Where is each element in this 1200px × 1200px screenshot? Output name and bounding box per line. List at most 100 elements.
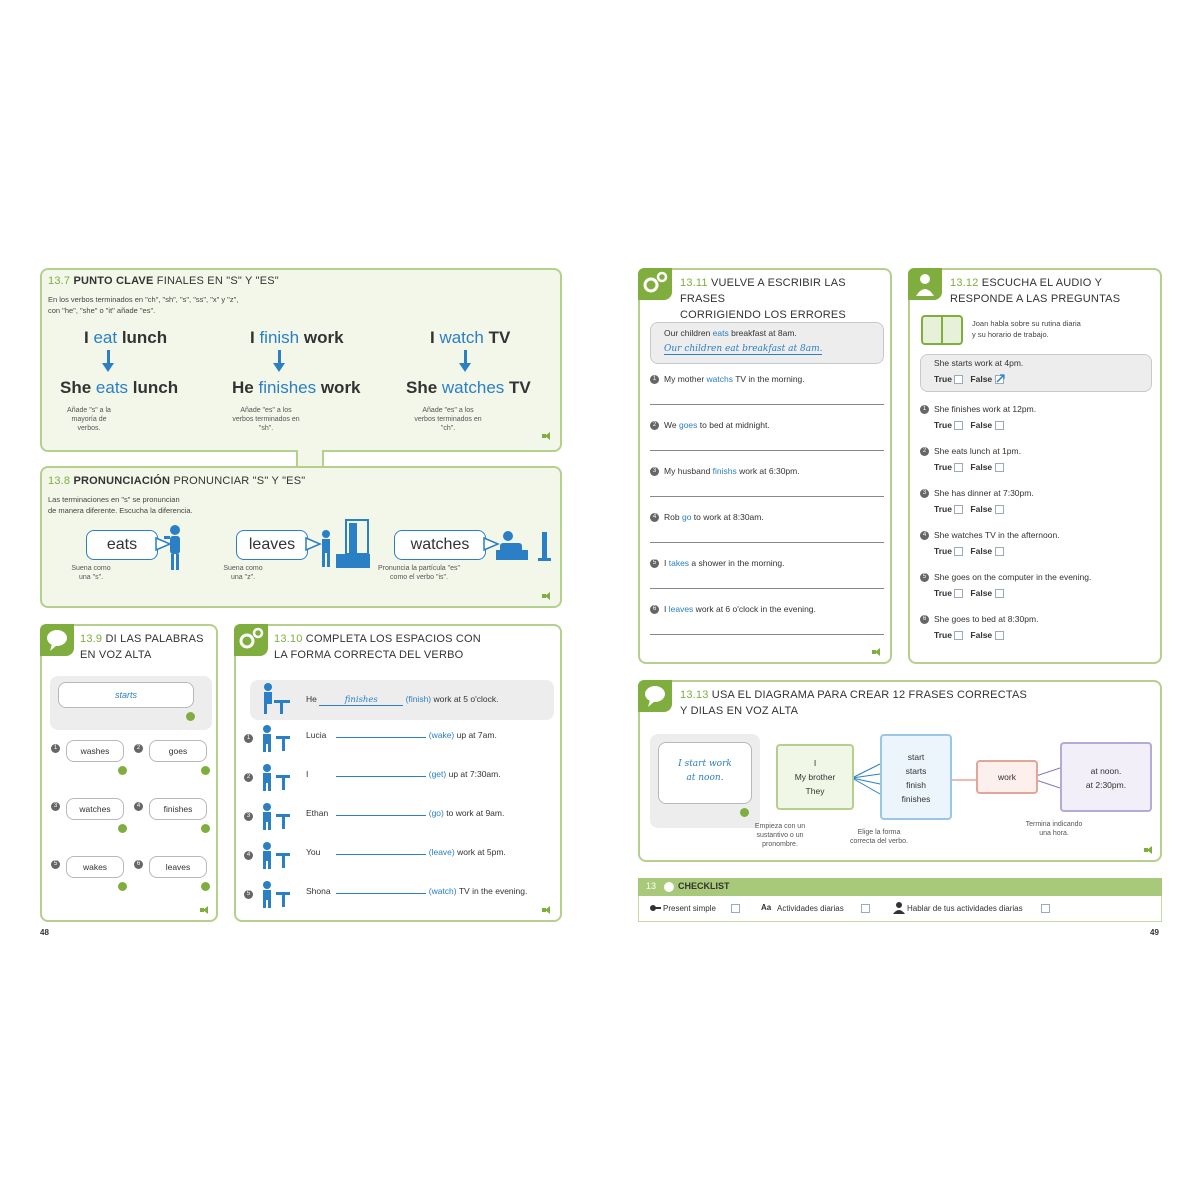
audio-icon[interactable] xyxy=(200,906,210,914)
speech-icon xyxy=(638,680,672,712)
down-arrow-icon xyxy=(459,363,471,372)
false-checkbox-checked[interactable] xyxy=(994,374,1005,385)
answer-blank[interactable] xyxy=(336,893,427,894)
statement: She goes on the computer in the evening. xyxy=(934,572,1092,582)
answer-line[interactable] xyxy=(650,496,884,497)
section-13-7: 13.7 PUNTO CLAVE FINALES EN "S" Y "ES" E… xyxy=(40,268,562,452)
sentence-subject: I xyxy=(306,769,309,779)
example-bubble: starts xyxy=(58,682,194,708)
item-number: 1 xyxy=(51,744,60,753)
statement: She has dinner at 7:30pm. xyxy=(934,488,1034,498)
record-icon[interactable] xyxy=(118,882,127,891)
pair-2-top: I finish work xyxy=(250,328,344,347)
diagram-note: Termina indicando una hora. xyxy=(1025,821,1083,837)
word-bubble: finishes xyxy=(149,798,207,820)
false-checkbox[interactable] xyxy=(994,421,1004,431)
false-checkbox[interactable] xyxy=(994,505,1004,515)
answer-line[interactable] xyxy=(650,588,884,589)
speech-bubble: eats xyxy=(86,530,158,560)
section-13-12-header: 13.12 ESCUCHA EL AUDIO Y RESPONDE A LAS … xyxy=(950,275,1120,307)
audio-book-icon xyxy=(921,315,963,345)
checklist-checkbox[interactable] xyxy=(731,904,740,913)
answer-line[interactable] xyxy=(650,542,884,543)
record-icon[interactable] xyxy=(740,808,749,817)
record-icon[interactable] xyxy=(201,766,210,775)
sentence-subject: Lucia xyxy=(306,730,327,740)
section-13-10: 13.10 COMPLETA LOS ESPACIOS CON LA FORMA… xyxy=(234,624,562,922)
answer-blank[interactable] xyxy=(336,815,427,816)
verbs-box: start starts finish finishes xyxy=(880,734,952,820)
true-checkbox[interactable] xyxy=(954,547,964,557)
person-watching-tv-icon xyxy=(263,881,290,908)
item-number: 4 xyxy=(920,531,929,540)
record-icon[interactable] xyxy=(118,766,127,775)
true-checkbox[interactable] xyxy=(954,375,964,385)
section-intro: Joan habla sobre su rutina diaria y su h… xyxy=(972,318,1081,340)
word-text: finishes xyxy=(163,804,193,814)
answer-line[interactable] xyxy=(650,634,884,635)
audio-icon[interactable] xyxy=(542,432,552,440)
false-checkbox[interactable] xyxy=(994,547,1004,557)
statement: She eats lunch at 1pm. xyxy=(934,446,1021,456)
audio-icon[interactable] xyxy=(872,648,882,656)
word-text: watches xyxy=(79,804,111,814)
checklist-checkbox[interactable] xyxy=(1041,904,1050,913)
checklist-body: Present simple Aa Actividades diarias Ha… xyxy=(638,896,1162,922)
item-number: 6 xyxy=(650,605,659,614)
record-icon[interactable] xyxy=(186,712,195,721)
section-intro: Las terminaciones en "s" se pronuncian d… xyxy=(48,494,193,516)
false-checkbox[interactable] xyxy=(994,631,1004,641)
section-number: 13.13 xyxy=(680,689,709,701)
example-bubble: I start work at noon. xyxy=(658,742,752,804)
bubble-tail-icon xyxy=(305,536,322,552)
answer-line[interactable] xyxy=(650,450,884,451)
section-title: EN VOZ ALTA xyxy=(80,649,152,661)
answer-blank[interactable] xyxy=(336,854,427,855)
word-text: leaves xyxy=(165,862,191,872)
checklist-item-label: Present simple xyxy=(663,904,716,913)
true-checkbox[interactable] xyxy=(954,421,964,431)
true-checkbox[interactable] xyxy=(954,589,964,599)
intro-line: con "he", "she" o "it" añade "es". xyxy=(48,306,156,315)
true-checkbox[interactable] xyxy=(954,631,964,641)
audio-icon[interactable] xyxy=(542,592,552,600)
error-sentence: I leaves work at 6 o'clock in the evenin… xyxy=(664,604,816,614)
pair-3-top: I watch TV xyxy=(430,328,511,347)
sentence-subject: Ethan xyxy=(306,808,329,818)
answer-blank[interactable] xyxy=(336,776,427,777)
record-icon[interactable] xyxy=(201,824,210,833)
statement: She goes to bed at 8:30pm. xyxy=(934,614,1039,624)
item-number: 2 xyxy=(920,447,929,456)
word-text: goes xyxy=(168,746,188,756)
false-checkbox[interactable] xyxy=(994,463,1004,473)
diagram-note: Elige la forma correcta del verbo. xyxy=(850,829,908,845)
word-note: Pronuncia la partícula "es" como el verb… xyxy=(377,565,460,581)
record-icon[interactable] xyxy=(118,824,127,833)
key-icon xyxy=(649,903,661,912)
true-checkbox[interactable] xyxy=(954,505,964,515)
section-number: 13.8 xyxy=(48,475,71,487)
example-statement: She starts work at 4pm. xyxy=(934,358,1024,368)
person-waking-icon xyxy=(263,725,290,752)
true-checkbox[interactable] xyxy=(954,463,964,473)
fill-sentence: Shona (watch) TV in the evening. xyxy=(306,886,527,896)
section-number: 13.11 xyxy=(680,277,708,289)
sentence-rest: up at 7:30am. xyxy=(448,769,501,779)
diagram-note: Empieza con un sustantivo o un pronombre… xyxy=(754,823,806,848)
person-leaving-icon xyxy=(263,842,290,869)
checklist-checkbox[interactable] xyxy=(861,904,870,913)
answer-line[interactable] xyxy=(650,404,884,405)
item-number: 6 xyxy=(134,860,143,869)
item-number: 2 xyxy=(134,744,143,753)
false-checkbox[interactable] xyxy=(994,589,1004,599)
audio-icon[interactable] xyxy=(1144,846,1154,854)
intro-line: y su horario de trabajo. xyxy=(972,330,1049,339)
answer-blank[interactable] xyxy=(336,737,427,738)
pair-note: Añade "es" a los verbos terminados en "s… xyxy=(232,407,300,432)
speech-bubble: watches xyxy=(394,530,486,560)
section-title-bold: PUNTO CLAVE xyxy=(73,275,154,287)
audio-icon[interactable] xyxy=(542,906,552,914)
example-correct: Our children eat breakfast at 8am. xyxy=(664,344,823,355)
section-13-8-header: 13.8 PRONUNCIACIÓN PRONUNCIAR "S" Y "ES" xyxy=(48,473,305,489)
record-icon[interactable] xyxy=(201,882,210,891)
